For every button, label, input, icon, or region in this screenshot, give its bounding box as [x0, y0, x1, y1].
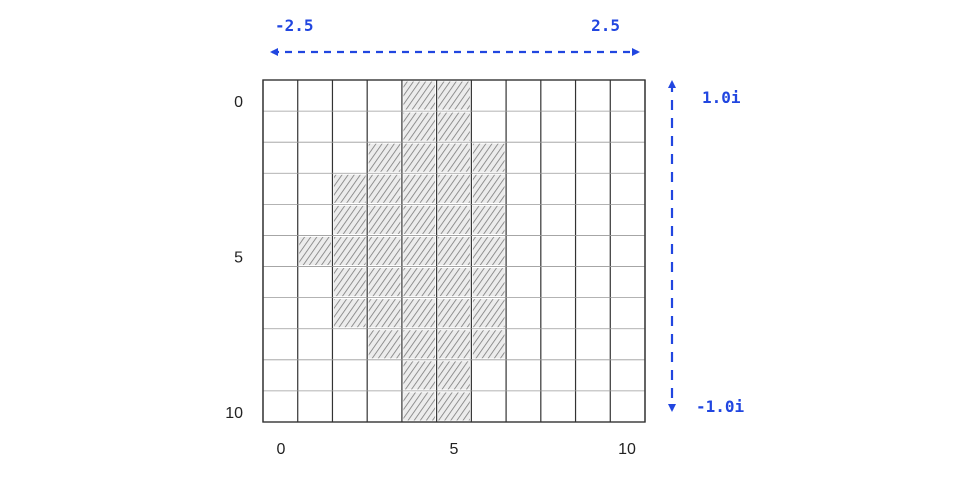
shaded-cell — [403, 361, 436, 390]
shaded-cell — [368, 299, 401, 328]
shaded-cell — [403, 299, 436, 328]
grid — [262, 79, 646, 423]
shaded-cell — [472, 330, 505, 359]
shaded-cell — [403, 112, 436, 141]
shaded-cell — [403, 330, 436, 359]
x-tick-labels: 0 5 10 — [277, 441, 636, 458]
shaded-cell — [403, 81, 436, 110]
shaded-cell — [472, 236, 505, 266]
shaded-cell — [403, 236, 436, 266]
x-tick-label: 5 — [450, 441, 459, 458]
shaded-cell — [438, 392, 470, 421]
shaded-cell — [438, 112, 470, 141]
shaded-cell — [438, 81, 470, 110]
y-tick-label: 5 — [234, 250, 243, 267]
imag-axis-min-label: -1.0i — [696, 397, 745, 416]
shaded-cell — [472, 143, 505, 172]
shaded-cell — [333, 236, 366, 266]
imag-axis-max-label: 1.0i — [702, 88, 741, 107]
shaded-cell — [438, 361, 470, 390]
shaded-cell — [472, 268, 505, 297]
shaded-cell — [403, 205, 436, 234]
shaded-cell — [438, 268, 470, 297]
shaded-cell — [472, 174, 505, 203]
shaded-cell — [368, 236, 401, 266]
real-axis-max-label: 2.5 — [591, 16, 620, 35]
shaded-cell — [333, 268, 366, 297]
shaded-cells — [299, 81, 505, 421]
shaded-cell — [472, 205, 505, 234]
x-tick-label: 0 — [277, 441, 286, 458]
shaded-cell — [368, 143, 401, 172]
shaded-cell — [403, 392, 436, 421]
shaded-cell — [299, 236, 331, 266]
y-tick-label: 0 — [234, 94, 243, 111]
shaded-cell — [438, 143, 470, 172]
shaded-cell — [438, 330, 470, 359]
shaded-cell — [438, 236, 470, 266]
shaded-cell — [438, 174, 470, 203]
shaded-cell — [403, 268, 436, 297]
real-axis-min-label: -2.5 — [275, 16, 314, 35]
shaded-cell — [472, 299, 505, 328]
shaded-cell — [403, 143, 436, 172]
shaded-cell — [333, 299, 366, 328]
grid-border — [262, 79, 646, 423]
shaded-cell — [333, 205, 366, 234]
x-tick-label: 10 — [618, 441, 636, 458]
shaded-cell — [368, 330, 401, 359]
shaded-cell — [403, 174, 436, 203]
shaded-cell — [368, 205, 401, 234]
shaded-cell — [438, 299, 470, 328]
shaded-cell — [368, 174, 401, 203]
shaded-cell — [368, 268, 401, 297]
y-tick-label: 10 — [225, 405, 243, 422]
shaded-cell — [438, 205, 470, 234]
y-tick-labels: 0 5 10 — [225, 94, 243, 422]
shaded-cell — [333, 174, 366, 203]
